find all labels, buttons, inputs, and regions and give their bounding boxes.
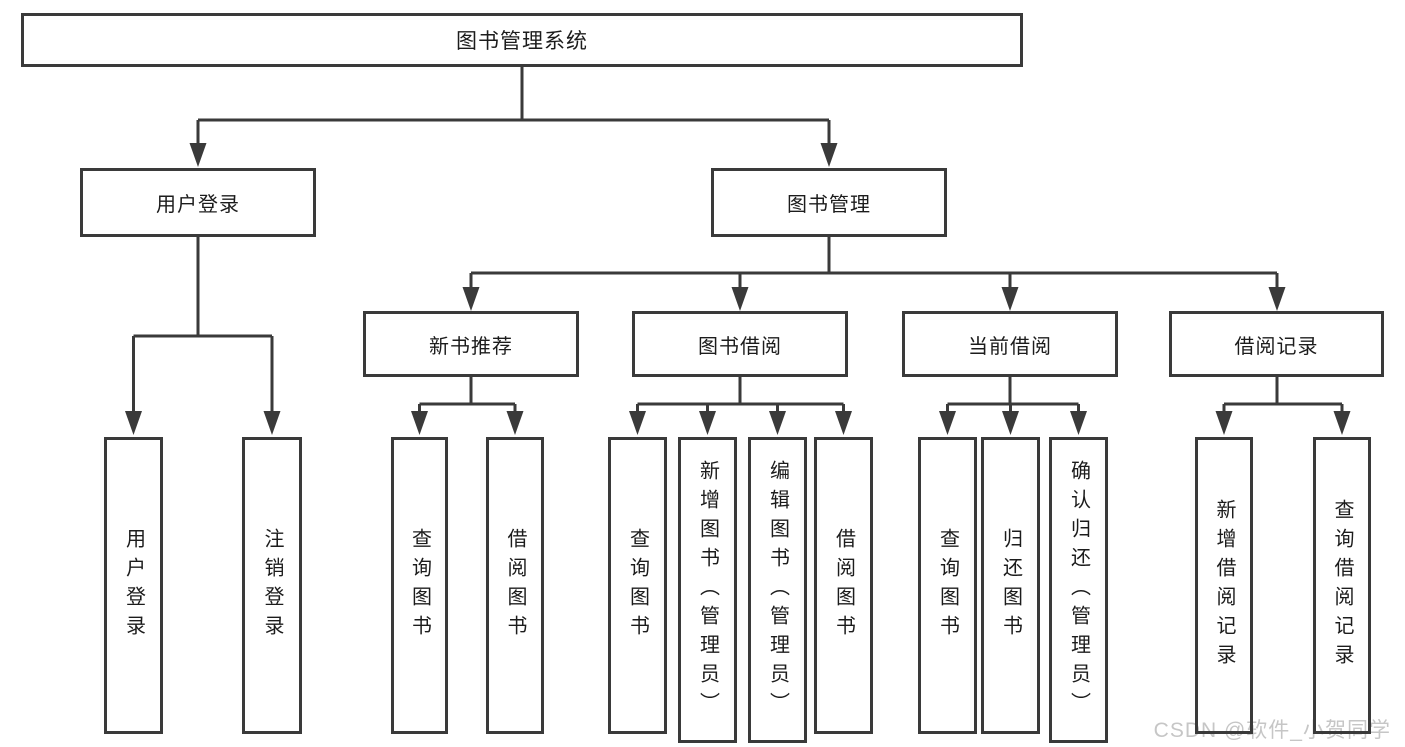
leaf-label: 借阅图书: [504, 527, 526, 644]
node-borrowing-records: 借阅记录: [1169, 311, 1384, 377]
node-leaf-cb-confirm-return-admin: 确认归还（管理员）: [1049, 437, 1108, 743]
node-current-borrowing: 当前借阅: [902, 311, 1118, 377]
leaf-label: 确认归还（管理员）: [1067, 459, 1090, 721]
node-leaf-bb-borrow-books: 借阅图书: [814, 437, 873, 734]
leaf-label: 新增图书（管理员）: [696, 459, 719, 721]
leaf-label: 查询图书: [936, 527, 959, 644]
leaf-label: 查询图书: [626, 527, 649, 644]
node-leaf-bb-edit-books-admin: 编辑图书（管理员）: [748, 437, 807, 743]
node-leaf-br-query-record: 查询借阅记录: [1313, 437, 1371, 734]
node-leaf-cb-return-books: 归还图书: [981, 437, 1040, 734]
leaf-label: 查询借阅记录: [1331, 498, 1353, 673]
node-book-management: 图书管理: [711, 168, 947, 237]
node-user-login: 用户登录: [80, 168, 316, 237]
node-leaf-nb-borrow-books: 借阅图书: [486, 437, 544, 734]
leaf-label: 注销登录: [261, 527, 283, 644]
node-new-book-recommend: 新书推荐: [363, 311, 579, 377]
node-leaf-br-add-record: 新增借阅记录: [1195, 437, 1253, 734]
leaf-label: 借阅图书: [832, 527, 855, 644]
leaf-label: 查询图书: [408, 527, 431, 644]
node-root-system: 图书管理系统: [21, 13, 1023, 67]
leaf-label: 用户登录: [122, 527, 145, 644]
leaf-label: 归还图书: [999, 527, 1022, 644]
leaf-label: 新增借阅记录: [1213, 498, 1235, 673]
leaf-label: 编辑图书（管理员）: [766, 459, 789, 721]
node-leaf-logout: 注销登录: [242, 437, 302, 734]
node-leaf-cb-query-books: 查询图书: [918, 437, 977, 734]
node-book-borrowing: 图书借阅: [632, 311, 848, 377]
node-leaf-bb-query-books: 查询图书: [608, 437, 667, 734]
node-leaf-nb-query-books: 查询图书: [391, 437, 448, 734]
node-leaf-bb-add-books-admin: 新增图书（管理员）: [678, 437, 737, 743]
csdn-watermark: CSDN @软件_小贺同学: [1153, 719, 1391, 742]
node-leaf-user-login: 用户登录: [104, 437, 163, 734]
